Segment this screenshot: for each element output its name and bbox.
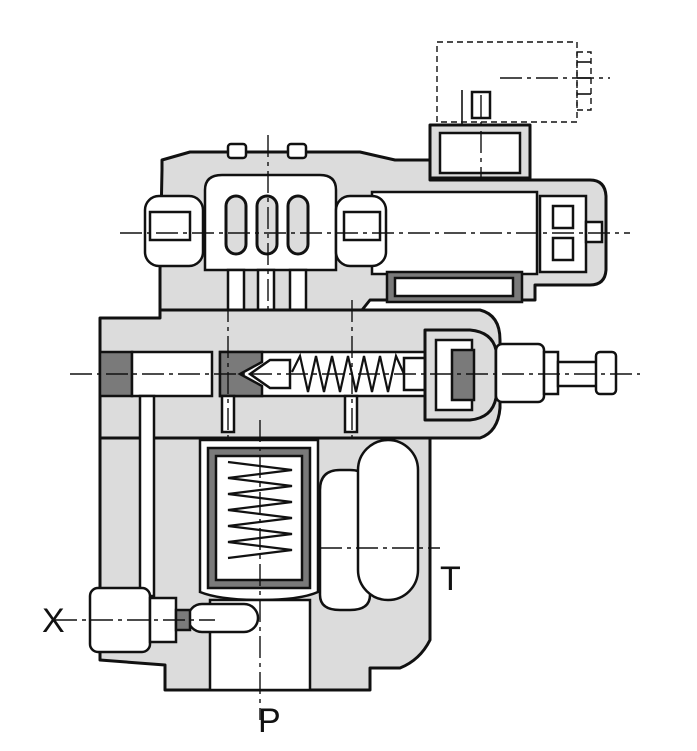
port-label-p: P bbox=[258, 702, 281, 740]
solenoid-connector bbox=[436, 41, 610, 125]
port-label-x: X bbox=[42, 602, 65, 640]
port-label-t: T bbox=[440, 560, 461, 598]
x-port-fitting bbox=[55, 586, 215, 654]
pilot-valve-block bbox=[120, 95, 630, 320]
main-valve-body bbox=[98, 394, 440, 720]
pilot-relief-section bbox=[70, 300, 640, 440]
